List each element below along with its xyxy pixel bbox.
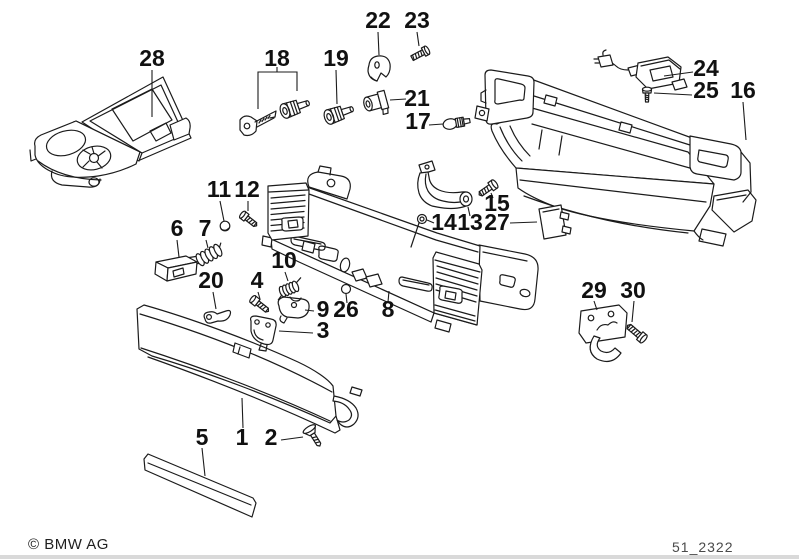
part-11-ball-drawing [219, 220, 231, 232]
part-label-13: 13 [457, 209, 483, 235]
part-23-screw-drawing [410, 45, 431, 62]
part-label-30: 30 [620, 277, 646, 303]
part-5-trim-strip-drawing [143, 453, 257, 518]
leader-line-29 [593, 300, 598, 311]
leader-line-1 [241, 397, 244, 429]
part-label-9: 9 [317, 296, 330, 322]
leader-line-6 [176, 239, 180, 258]
diagram-id-text: 51_2322 [672, 539, 734, 555]
part-2-screw-drawing [302, 424, 322, 447]
part-label-19: 19 [323, 45, 349, 71]
part-28-tray-drawing [29, 76, 192, 188]
part-label-16: 16 [730, 77, 756, 103]
copyright-text: © BMW AG [28, 536, 109, 553]
part-30-screw-drawing [626, 323, 648, 344]
leader-lines [151, 31, 747, 477]
leader-line-14 [426, 219, 435, 224]
leader-line-20 [212, 291, 217, 310]
leader-line-30 [631, 300, 635, 323]
leader-line-23 [416, 31, 420, 47]
part-label-28: 28 [139, 45, 165, 71]
leader-line-2 [280, 436, 304, 441]
leader-line-26 [345, 293, 348, 304]
leader-line-16 [742, 101, 747, 141]
part-label-10: 10 [271, 247, 297, 273]
leader-line-15 [490, 192, 494, 199]
part-29-bracket-drawing [578, 304, 628, 363]
part-27-cover-drawing [538, 204, 572, 240]
part-16-housing-drawing [474, 69, 757, 247]
leader-line-13 [467, 206, 471, 217]
part-12-screw-drawing [238, 210, 258, 228]
leader-line-22 [377, 31, 380, 56]
leader-line-9 [304, 309, 315, 312]
part-3-bracket-drawing [249, 315, 277, 352]
part-13-check-arm-drawing [417, 160, 473, 210]
part-label-29: 29 [581, 277, 607, 303]
part-label-27: 27 [484, 209, 510, 235]
part-7-spring-drawing [195, 242, 223, 267]
part-label-8: 8 [382, 296, 395, 322]
part-label-21: 21 [404, 85, 430, 111]
part-24-actuator-drawing [593, 49, 688, 91]
leader-line-5 [201, 447, 206, 477]
part-6-lock-knob-drawing [154, 255, 202, 282]
leader-line-19 [335, 69, 338, 105]
leader-line-4 [257, 291, 261, 300]
part-label-25: 25 [693, 77, 719, 103]
part-1-door-drawing [136, 304, 363, 434]
part-label-26: 26 [333, 296, 359, 322]
part-14-nut-drawing [410, 213, 428, 248]
part-18-key-lock-drawing [239, 99, 310, 137]
part-label-1: 1 [236, 424, 249, 450]
part-label-24: 24 [693, 55, 719, 81]
part-label-23: 23 [404, 7, 430, 33]
part-label-11: 11 [207, 176, 232, 202]
part-label-2: 2 [265, 424, 278, 450]
part-label-22: 22 [365, 7, 391, 33]
leader-line-17 [428, 123, 444, 126]
part-label-20: 20 [198, 267, 224, 293]
leader-line-8 [387, 290, 390, 303]
part-label-12: 12 [234, 176, 260, 202]
leader-line-27 [509, 221, 538, 224]
leader-line-25 [653, 92, 693, 96]
part-9-latch-cover-drawing [277, 296, 310, 324]
part-label-5: 5 [196, 424, 209, 450]
scan-edge-bar [0, 555, 799, 559]
part-10-spring-drawing [277, 277, 302, 301]
leader-line-24 [663, 71, 694, 77]
part-4-screw-drawing [249, 294, 270, 313]
part-label-4: 4 [251, 267, 264, 293]
leader-line-11 [219, 200, 225, 222]
leader-line-10 [284, 271, 289, 282]
part-25-screw-drawing [641, 86, 653, 103]
part-label-6: 6 [171, 215, 184, 241]
part-19-lock-cylinder-drawing [323, 105, 354, 125]
part-21-bushing-drawing [363, 89, 390, 116]
part-8-vent-panel-drawing [261, 165, 539, 333]
part-label-7: 7 [199, 215, 212, 241]
part-label-17: 17 [405, 108, 431, 134]
part-label-14: 14 [431, 209, 457, 235]
part-17-bulb-drawing [442, 116, 471, 130]
leader-line-3 [278, 330, 314, 334]
part-22-cam-disc-drawing [367, 55, 391, 82]
part-15-screw-drawing [478, 179, 499, 197]
part-label-18: 18 [264, 45, 290, 71]
part-26-buffer-drawing [340, 283, 352, 295]
part-label-3: 3 [317, 317, 330, 343]
part-label-15: 15 [484, 190, 510, 216]
leader-line-7 [205, 239, 209, 249]
part-20-clip-drawing [203, 309, 232, 324]
leader-line-21 [389, 98, 407, 101]
